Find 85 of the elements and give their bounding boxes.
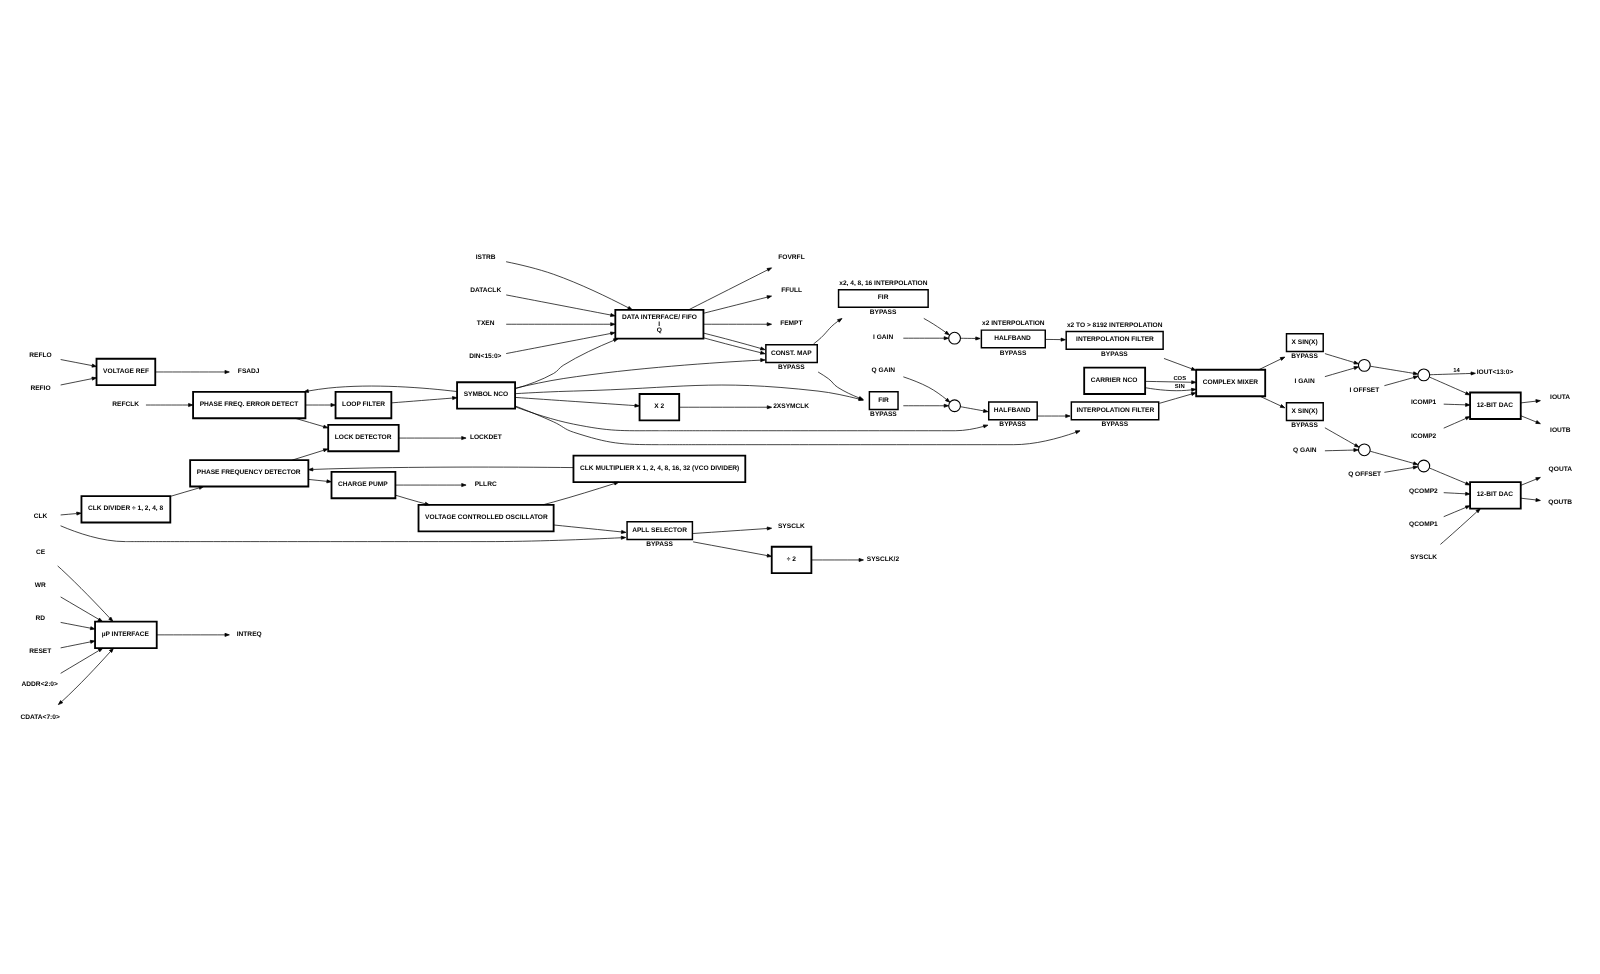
node-circle <box>1357 357 1371 371</box>
arrow <box>1324 365 1359 376</box>
arrow <box>1324 352 1359 364</box>
arrow <box>813 317 843 344</box>
node-circle <box>1417 367 1431 381</box>
arrow <box>553 523 627 533</box>
arrow <box>703 321 772 326</box>
arrow <box>1145 386 1197 391</box>
arrow <box>688 266 772 310</box>
node-circle <box>1357 442 1371 456</box>
arrow <box>1037 413 1071 417</box>
arrow <box>1443 415 1471 428</box>
arrow <box>902 402 949 407</box>
arrow <box>960 405 989 412</box>
arrow <box>1259 394 1286 408</box>
arrow <box>60 375 97 385</box>
arrow <box>902 335 949 340</box>
arrow <box>57 564 114 621</box>
arrow <box>515 404 1081 445</box>
arrow <box>1384 464 1419 472</box>
arrow <box>1258 355 1286 370</box>
arrow <box>305 402 336 406</box>
arrow <box>1144 379 1197 384</box>
arrow <box>703 331 766 350</box>
arrow <box>391 395 458 403</box>
arrow <box>60 595 103 621</box>
arrow <box>505 330 616 353</box>
node-circle <box>948 398 961 412</box>
arrow <box>395 482 467 486</box>
arrow <box>505 321 616 326</box>
arrow <box>1520 496 1541 501</box>
arrow <box>60 638 96 648</box>
arrow <box>902 375 951 402</box>
arrow <box>514 357 766 388</box>
arrow <box>923 317 950 335</box>
arrow <box>692 540 772 557</box>
arrow <box>514 405 989 431</box>
arrow <box>60 358 97 367</box>
arrow <box>1429 466 1471 485</box>
arrow <box>1443 504 1471 517</box>
arrow <box>692 525 772 533</box>
arrow <box>303 384 458 392</box>
arrow <box>514 396 640 407</box>
arrow <box>1163 357 1197 370</box>
arrow <box>811 557 864 561</box>
arrow <box>1429 370 1476 375</box>
node-circle <box>1417 458 1431 472</box>
arrow <box>1443 401 1471 406</box>
arrow <box>679 404 773 409</box>
arrow <box>1324 426 1360 447</box>
arrow <box>60 524 627 541</box>
arrow <box>960 335 981 340</box>
arrow <box>57 646 114 704</box>
arrow <box>291 447 329 460</box>
arrow <box>542 480 620 505</box>
node-circle <box>948 330 961 344</box>
arrow <box>1159 391 1197 403</box>
arrow <box>1384 374 1419 386</box>
arrow <box>505 293 616 316</box>
arrow <box>703 294 772 313</box>
arrow <box>1520 414 1541 424</box>
arrow <box>170 485 204 496</box>
arrow <box>505 260 633 310</box>
arrow <box>145 402 194 406</box>
arrow <box>514 337 619 389</box>
arrow <box>398 435 467 439</box>
arrow <box>703 336 766 354</box>
arrow <box>1369 364 1419 375</box>
arrow <box>155 369 230 373</box>
arrow <box>1443 490 1471 495</box>
arrow <box>60 510 82 515</box>
arrow <box>294 416 329 428</box>
arrow <box>1045 336 1066 341</box>
arrow <box>395 493 430 505</box>
arrow <box>60 646 104 673</box>
arrow <box>1520 476 1541 485</box>
arrow <box>1440 507 1481 544</box>
arrow <box>308 478 332 483</box>
arrow <box>156 631 230 636</box>
arrow <box>1429 375 1471 395</box>
arrow <box>308 465 574 471</box>
arrow <box>1520 398 1541 403</box>
arrow <box>60 621 96 630</box>
arrow <box>1369 449 1419 465</box>
arrow <box>1324 447 1359 451</box>
